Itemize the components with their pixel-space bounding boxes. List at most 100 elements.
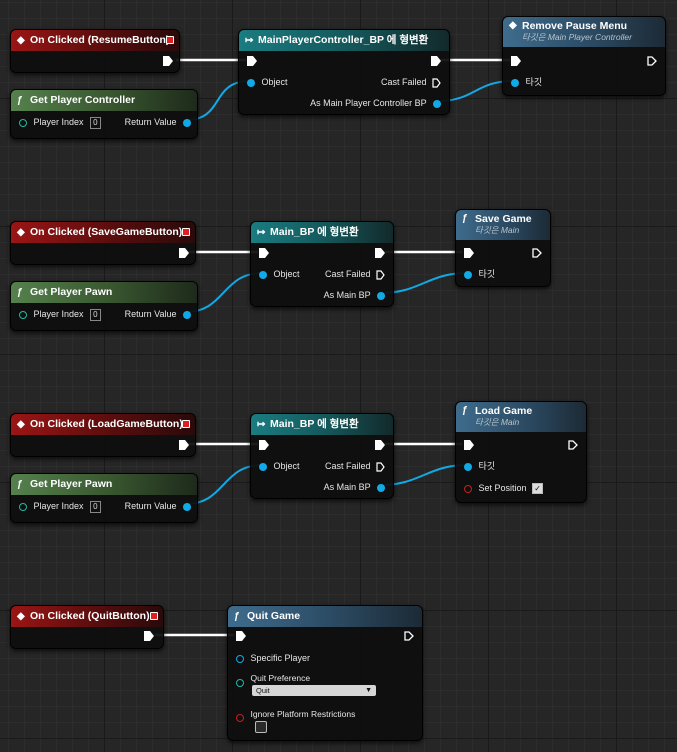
exec-in-pin[interactable] xyxy=(464,440,474,450)
exec-out-pin[interactable] xyxy=(144,631,154,641)
pure-header: ƒ Get Player Pawn xyxy=(11,474,197,495)
exec-in-pin[interactable] xyxy=(464,248,474,258)
event-node-quit[interactable]: ◆ On Clicked (QuitButton) xyxy=(10,605,164,649)
node-subtitle: 타깃은 Main Player Controller xyxy=(522,32,632,42)
event-header: ◆ On Clicked (ResumeButton) xyxy=(11,30,179,51)
object-pin-icon xyxy=(377,483,385,492)
target-pin[interactable]: 타깃 xyxy=(511,76,542,88)
object-pin-icon xyxy=(183,502,191,511)
event-title: On Clicked (SaveGameButton) xyxy=(30,226,183,238)
exec-in-pin[interactable] xyxy=(236,631,246,641)
save-game-node[interactable]: ƒ Save Game 타깃은 Main 타깃 xyxy=(455,209,551,287)
cast-failed-pin[interactable]: Cast Failed xyxy=(325,268,385,280)
node-title: Quit Game xyxy=(247,610,301,622)
target-pin[interactable]: 타깃 xyxy=(464,268,495,280)
output-delegate-icon[interactable] xyxy=(150,612,158,620)
object-pin-icon xyxy=(377,291,385,300)
event-diamond-icon: ◆ xyxy=(17,611,25,622)
exec-out-hollow-icon xyxy=(376,270,385,280)
cast-main-node-save[interactable]: ↦ Main_BP 에 형변환 Object Cast Failed As Ma… xyxy=(250,221,394,307)
exec-out-pin[interactable] xyxy=(647,56,657,66)
exec-in-pin[interactable] xyxy=(259,248,269,258)
event-header: ◆ On Clicked (SaveGameButton) xyxy=(11,222,195,243)
get-player-pawn-node[interactable]: ƒ Get Player Pawn Player Index 0 Return … xyxy=(10,473,198,523)
exec-out-pin[interactable] xyxy=(375,248,385,258)
quit-preference-dropdown[interactable]: Quit ▼ xyxy=(252,685,376,696)
output-delegate-icon[interactable] xyxy=(182,420,190,428)
pure-header: ƒ Get Player Controller xyxy=(11,90,197,111)
function-icon: ƒ xyxy=(462,213,468,224)
return-value-pin[interactable]: Return Value xyxy=(125,116,191,128)
target-pin[interactable]: 타깃 xyxy=(464,460,495,472)
load-game-node[interactable]: ƒ Load Game 타깃은 Main 타깃 Set Position ✓ xyxy=(455,401,587,503)
object-pin-icon xyxy=(236,654,244,663)
object-pin-icon xyxy=(511,78,519,87)
exec-out-pin[interactable] xyxy=(568,440,578,450)
remove-pause-menu-node[interactable]: ◆ Remove Pause Menu 타깃은 Main Player Cont… xyxy=(502,16,666,96)
event-header: ◆ On Clicked (QuitButton) xyxy=(11,606,163,627)
exec-in-pin[interactable] xyxy=(247,56,257,66)
object-pin[interactable]: Object xyxy=(259,268,300,280)
cast-main-node-load[interactable]: ↦ Main_BP 에 형변환 Object Cast Failed As Ma… xyxy=(250,413,394,499)
event-node-load[interactable]: ◆ On Clicked (LoadGameButton) xyxy=(10,413,196,457)
as-main-player-controller-pin[interactable]: As Main Player Controller BP xyxy=(310,97,441,109)
object-pin-icon xyxy=(259,270,267,279)
return-value-pin[interactable]: Return Value xyxy=(125,308,191,320)
cast-failed-pin[interactable]: Cast Failed xyxy=(325,460,385,472)
bool-pin-icon xyxy=(464,484,472,493)
function-header: ƒ Quit Game xyxy=(228,606,422,627)
event-node-save[interactable]: ◆ On Clicked (SaveGameButton) xyxy=(10,221,196,265)
node-title: Get Player Pawn xyxy=(30,286,113,298)
output-delegate-icon[interactable] xyxy=(182,228,190,236)
ignore-platform-restrictions-checkbox[interactable] xyxy=(255,721,267,733)
function-icon: ƒ xyxy=(17,287,23,298)
player-index-pin[interactable]: Player Index 0 xyxy=(19,116,101,129)
event-title: On Clicked (LoadGameButton) xyxy=(30,418,183,430)
exec-out-pin[interactable] xyxy=(179,440,189,450)
node-title: MainPlayerController_BP 에 형변환 xyxy=(258,34,429,46)
object-pin-icon xyxy=(259,462,267,471)
as-main-bp-pin[interactable]: As Main BP xyxy=(324,289,385,301)
object-pin[interactable]: Object xyxy=(259,460,300,472)
event-node-resume[interactable]: ◆ On Clicked (ResumeButton) xyxy=(10,29,180,73)
function-icon: ƒ xyxy=(17,95,23,106)
exec-out-pin[interactable] xyxy=(404,631,414,641)
exec-out-pin[interactable] xyxy=(375,440,385,450)
int-pin-icon xyxy=(19,118,27,127)
return-value-pin[interactable]: Return Value xyxy=(125,500,191,512)
set-position-pin[interactable]: Set Position ✓ xyxy=(464,482,544,495)
player-index-input[interactable]: 0 xyxy=(90,309,101,321)
cast-failed-pin[interactable]: Cast Failed xyxy=(381,76,441,88)
as-main-bp-pin[interactable]: As Main BP xyxy=(324,481,385,493)
quit-game-node[interactable]: ƒ Quit Game Specific Player Quit Prefere… xyxy=(227,605,423,741)
node-title: Remove Pause Menu xyxy=(522,20,628,32)
player-index-pin[interactable]: Player Index 0 xyxy=(19,500,101,513)
player-index-input[interactable]: 0 xyxy=(90,117,101,129)
cast-header: ↦ Main_BP 에 형변환 xyxy=(251,414,393,435)
event-header: ◆ On Clicked (LoadGameButton) xyxy=(11,414,195,435)
get-player-pawn-node[interactable]: ƒ Get Player Pawn Player Index 0 Return … xyxy=(10,281,198,331)
ignore-platform-restrictions-pin[interactable]: Ignore Platform Restrictions xyxy=(236,708,355,722)
object-pin[interactable]: Object xyxy=(247,76,288,88)
event-diamond-icon: ◆ xyxy=(17,35,25,46)
event-diamond-icon: ◆ xyxy=(509,20,517,31)
node-title: Get Player Pawn xyxy=(30,478,113,490)
set-position-checkbox[interactable]: ✓ xyxy=(532,483,544,495)
exec-out-pin[interactable] xyxy=(163,56,173,66)
function-icon: ƒ xyxy=(462,405,468,416)
cast-arrow-icon: ↦ xyxy=(257,419,266,430)
cast-controller-node[interactable]: ↦ MainPlayerController_BP 에 형변환 Object C… xyxy=(238,29,450,115)
output-delegate-icon[interactable] xyxy=(166,36,174,44)
exec-out-pin[interactable] xyxy=(179,248,189,258)
exec-in-pin[interactable] xyxy=(259,440,269,450)
player-index-input[interactable]: 0 xyxy=(90,501,101,513)
exec-in-pin[interactable] xyxy=(511,56,521,66)
object-pin-icon xyxy=(183,118,191,127)
player-index-pin[interactable]: Player Index 0 xyxy=(19,308,101,321)
object-pin-icon xyxy=(247,78,255,87)
exec-out-pin[interactable] xyxy=(532,248,542,258)
quit-preference-pin[interactable]: Quit Preference xyxy=(236,672,310,687)
exec-out-pin[interactable] xyxy=(431,56,441,66)
get-player-controller-node[interactable]: ƒ Get Player Controller Player Index 0 R… xyxy=(10,89,198,139)
specific-player-pin[interactable]: Specific Player xyxy=(236,652,310,664)
